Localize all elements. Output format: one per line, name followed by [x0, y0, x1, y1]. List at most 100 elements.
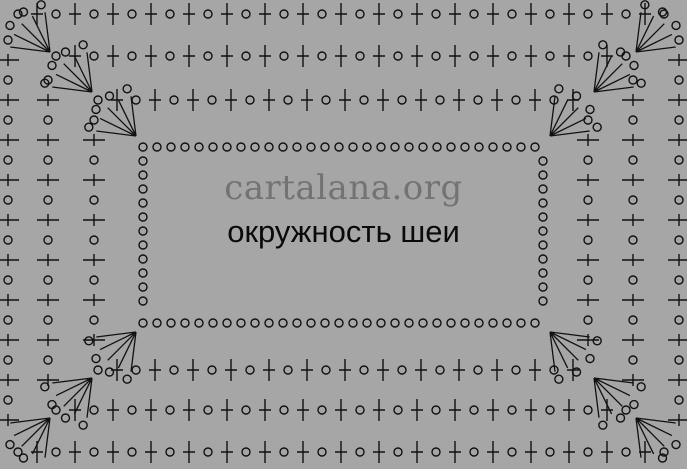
chain-stitch-symbol [320, 142, 330, 152]
double-crochet-symbol [563, 441, 575, 463]
chain-stitch-symbol [674, 355, 684, 365]
chain-stitch-symbol [3, 195, 13, 205]
chain-stitch-symbol [393, 405, 403, 415]
chain-stitch-symbol [538, 240, 548, 250]
chain-stitch-symbol [615, 413, 626, 423]
double-crochet-symbol [37, 94, 59, 106]
double-crochet-symbol [225, 359, 237, 381]
double-crochet-symbol [225, 89, 237, 111]
chain-stitch-symbol [222, 142, 232, 152]
chain-stitch-symbol [207, 95, 217, 105]
chain-stitch-symbol [359, 95, 369, 105]
chain-stitch-symbol [180, 142, 190, 152]
double-crochet-symbol [83, 174, 105, 186]
chain-stitch-symbol [165, 51, 175, 61]
chain-stitch-symbol [279, 9, 289, 19]
double-crochet-symbol [339, 89, 351, 111]
double-crochet-symbol [183, 441, 195, 463]
chain-stitch-symbol [473, 95, 483, 105]
double-crochet-symbol [183, 45, 195, 67]
chain-stitch-symbol [78, 40, 88, 50]
chain-stitch-symbol [538, 282, 548, 292]
double-crochet-symbol [377, 359, 389, 381]
chain-stitch-symbol [279, 405, 289, 415]
double-crochet-symbol [149, 89, 161, 111]
chain-stitch-symbol [138, 142, 148, 152]
chain-stitch-symbol [245, 95, 255, 105]
double-crochet-symbol [145, 441, 157, 463]
double-crochet-symbol [0, 54, 19, 66]
chain-stitch-symbol [152, 318, 162, 328]
double-crochet-symbol [259, 45, 271, 67]
chain-stitch-symbol [390, 318, 400, 328]
chain-stitch-symbol [241, 51, 251, 61]
chain-stitch-symbol [583, 115, 593, 125]
chain-stitch-symbol [40, 382, 50, 392]
chain-stitch-symbol [283, 95, 293, 105]
chain-stitch-symbol [671, 20, 681, 31]
chain-stitch-symbol [674, 235, 684, 245]
chain-stitch-symbol [236, 318, 246, 328]
chain-stitch-symbol [615, 47, 626, 57]
chain-stitch-symbol [598, 40, 608, 50]
double-crochet-symbol [263, 359, 275, 381]
double-crochet-symbol [491, 359, 503, 381]
chain-stitch-symbol [474, 142, 484, 152]
double-crochet-symbol [411, 399, 423, 421]
chain-stitch-symbol [203, 9, 213, 19]
double-crochet-symbol [639, 441, 651, 463]
double-crochet-symbol [622, 334, 644, 346]
double-crochet-symbol [145, 3, 157, 25]
chain-stitch-symbol [60, 47, 71, 57]
chain-stitch-symbol [89, 195, 99, 205]
double-crochet-symbol [221, 45, 233, 67]
double-crochet-symbol [145, 45, 157, 67]
chain-stitch-symbol [138, 170, 148, 180]
chain-stitch-symbol [538, 156, 548, 166]
chain-stitch-symbol [89, 315, 99, 325]
chain-stitch-symbol [432, 142, 442, 152]
double-crochet-symbol [259, 3, 271, 25]
chain-stitch-symbol [283, 365, 293, 375]
chain-stitch-symbol [592, 122, 602, 132]
chain-stitch-symbol [51, 9, 61, 19]
chain-stitch-symbol [545, 447, 555, 457]
chain-stitch-symbol [43, 235, 53, 245]
chain-stitch-symbol [355, 9, 365, 19]
chain-stitch-symbol [507, 51, 517, 61]
double-crochet-symbol [622, 214, 644, 226]
chain-stitch-symbol [583, 235, 593, 245]
chain-stitch-symbol [659, 447, 669, 457]
chain-stitch-symbol [43, 275, 53, 285]
chain-stitch-symbol [222, 318, 232, 328]
chain-stitch-symbol [621, 51, 631, 61]
chain-stitch-symbol [629, 60, 639, 71]
chain-stitch-symbol [166, 142, 176, 152]
double-crochet-symbol [83, 254, 105, 266]
double-crochet-symbol [297, 399, 309, 421]
chain-stitch-symbol [538, 268, 548, 278]
chain-stitch-symbol [359, 365, 369, 375]
corner-fan-symbol [635, 417, 676, 458]
chain-stitch-symbol [507, 9, 517, 19]
chain-stitch-symbol [640, 0, 650, 10]
chain-stitch-symbol [659, 9, 669, 19]
chain-stitch-symbol [390, 142, 400, 152]
chain-stitch-symbol [629, 399, 639, 410]
chain-stitch-symbol [538, 296, 548, 306]
chain-stitch-symbol [592, 336, 602, 346]
chain-stitch-symbol [621, 9, 631, 19]
chain-stitch-symbol [469, 405, 479, 415]
chain-stitch-symbol [460, 318, 470, 328]
chain-stitch-symbol [657, 7, 668, 17]
chain-stitch-symbol [51, 51, 61, 61]
double-crochet-symbol [668, 254, 687, 266]
chain-stitch-symbol [431, 51, 441, 61]
chain-stitch-symbol [165, 447, 175, 457]
chain-stitch-symbol [432, 318, 442, 328]
chain-stitch-symbol [208, 318, 218, 328]
double-crochet-symbol [0, 374, 19, 386]
chain-stitch-symbol [674, 35, 684, 45]
double-crochet-symbol [491, 89, 503, 111]
